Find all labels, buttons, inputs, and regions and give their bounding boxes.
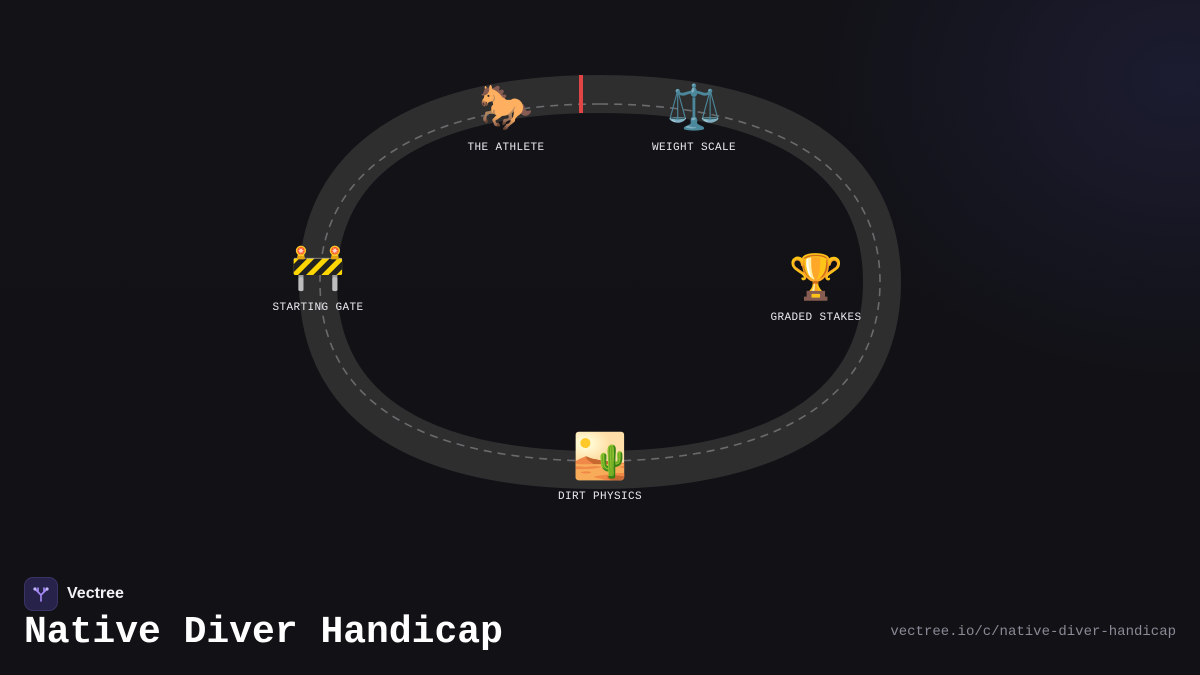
construction-barrier-icon: 🚧 — [290, 242, 346, 293]
track-surface — [298, 74, 902, 490]
node-label: THE ATHLETE — [467, 142, 545, 154]
brand-name: Vectree — [67, 585, 124, 602]
node-label: WEIGHT SCALE — [651, 142, 736, 154]
node-weight-scale[interactable]: ⚖️ WEIGHT SCALE — [614, 82, 774, 154]
track-lane-marking — [319, 103, 881, 462]
trophy-icon: 🏆 — [788, 252, 844, 303]
node-label: DIRT PHYSICS — [557, 491, 642, 503]
node-graded-stakes[interactable]: 🏆 GRADED STAKES — [736, 252, 896, 324]
balance-scale-icon: ⚖️ — [666, 82, 722, 133]
node-label: GRADED STAKES — [770, 312, 862, 324]
node-the-athlete[interactable]: 🐎 THE ATHLETE — [426, 82, 586, 154]
node-dirt-physics[interactable]: 🏜️ DIRT PHYSICS — [520, 431, 680, 503]
horse-icon: 🐎 — [478, 82, 534, 133]
brand: Vectree — [24, 577, 124, 611]
page-url[interactable]: vectree.io/c/native-diver-handicap — [890, 624, 1176, 640]
desert-icon: 🏜️ — [572, 431, 628, 482]
page-title: Native Diver Handicap — [24, 611, 503, 654]
node-starting-gate[interactable]: 🚧 STARTING GATE — [238, 242, 398, 314]
node-label: STARTING GATE — [272, 302, 364, 314]
tree-branch-icon — [24, 577, 58, 611]
